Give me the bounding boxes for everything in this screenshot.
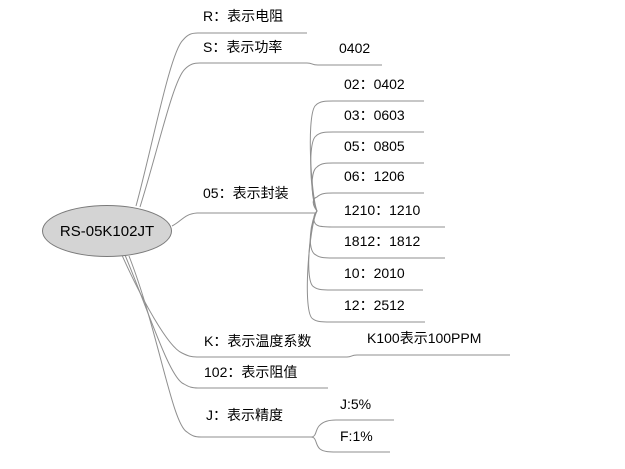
child-tolerance-j5[interactable]: J:5% (340, 396, 372, 412)
child-package-06-1206[interactable]: 06：1206 (344, 168, 405, 184)
branch-tolerance[interactable]: J：表示精度 (206, 407, 283, 423)
branch-connectors (120, 32, 510, 453)
child-package-1812-1812[interactable]: 1812：1812 (344, 233, 421, 249)
child-power-0402[interactable]: 0402 (339, 40, 371, 56)
child-package-02-0402[interactable]: 02：0402 (344, 76, 405, 92)
child-package-12-2512[interactable]: 12：2512 (344, 297, 405, 313)
child-package-05-0805[interactable]: 05：0805 (344, 138, 405, 154)
child-temp-k100[interactable]: K100表示100PPM (367, 330, 482, 346)
branch-temp-coefficient[interactable]: K：表示温度系数 (204, 333, 312, 349)
child-tolerance-f1[interactable]: F:1% (340, 428, 373, 444)
branch-power[interactable]: S：表示功率 (203, 39, 283, 55)
child-package-03-0603[interactable]: 03：0603 (344, 107, 405, 123)
child-package-1210-1210[interactable]: 1210：1210 (344, 202, 421, 218)
child-package-10-2010[interactable]: 10：2010 (344, 265, 405, 281)
root-node[interactable]: RS-05K102JT (42, 205, 172, 257)
branch-resistor[interactable]: R：表示电阻 (203, 8, 284, 24)
branch-package[interactable]: 05：表示封装 (203, 185, 289, 201)
branch-resistance-value[interactable]: 102：表示阻值 (204, 364, 298, 380)
